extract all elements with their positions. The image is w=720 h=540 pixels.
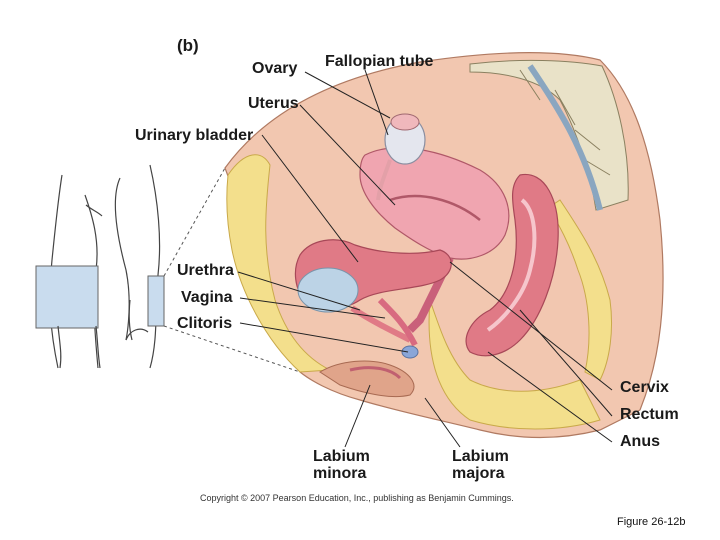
figure-caption: Figure 26-12b — [617, 516, 686, 528]
label-uterus: Uterus — [248, 95, 299, 112]
copyright-notice: Copyright © 2007 Pearson Education, Inc.… — [200, 493, 514, 503]
label-fallopian-tube: Fallopian tube — [325, 53, 434, 70]
panel-label: (b) — [177, 36, 199, 55]
label-rectum: Rectum — [620, 406, 679, 423]
anatomy-cross-section — [224, 52, 664, 439]
zoom-lines — [163, 167, 301, 373]
inset-highlight-box-left — [35, 265, 99, 329]
label-cervix: Cervix — [620, 379, 669, 396]
label-labium-minora: Labium minora — [313, 448, 370, 482]
label-clitoris: Clitoris — [177, 315, 233, 332]
label-urinary-bladder: Urinary bladder — [135, 127, 254, 144]
label-anus: Anus — [620, 433, 660, 450]
inset-highlight-box-right — [147, 275, 165, 327]
inset-legs — [57, 299, 133, 369]
label-vagina: Vagina — [181, 289, 233, 306]
leader-lines — [237, 69, 613, 448]
label-urethra: Urethra — [177, 262, 234, 279]
body-outline-inset — [39, 164, 161, 369]
label-labium-majora: Labium majora — [452, 448, 509, 482]
label-ovary: Ovary — [252, 60, 298, 77]
